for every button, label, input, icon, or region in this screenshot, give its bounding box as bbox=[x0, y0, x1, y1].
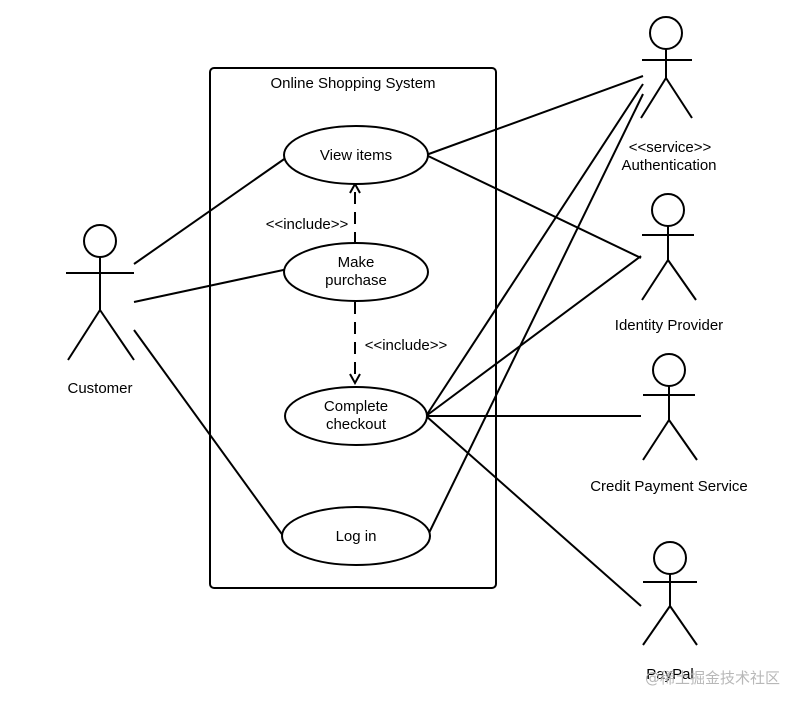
svg-text:PayPal: PayPal bbox=[646, 666, 694, 683]
svg-text:View items: View items bbox=[320, 147, 392, 164]
stick-figure-icon bbox=[83, 224, 117, 258]
svg-text:Identity Provider: Identity Provider bbox=[615, 317, 723, 334]
stick-figure-icon bbox=[649, 16, 683, 50]
stick-figure-icon bbox=[651, 193, 685, 227]
use-case-log-in[interactable]: Log in bbox=[281, 506, 431, 566]
associations bbox=[133, 75, 644, 607]
include-view-label: <<include>> bbox=[266, 216, 349, 233]
system-title: Online Shopping System bbox=[270, 75, 435, 92]
svg-text:Customer: Customer bbox=[67, 380, 132, 397]
use-case-view-items[interactable]: View items bbox=[283, 125, 429, 185]
svg-text:<<service>>: <<service>> bbox=[629, 139, 712, 156]
actor-authentication[interactable]: <<service>> Authentication bbox=[621, 16, 717, 174]
use-case-complete-checkout[interactable]: Complete checkout bbox=[284, 386, 428, 446]
svg-text:Authentication: Authentication bbox=[621, 157, 716, 174]
actor-customer[interactable]: Customer bbox=[66, 224, 135, 397]
use-case-make-purchase[interactable]: Make purchase bbox=[283, 242, 429, 302]
actor-identity-provider[interactable]: Identity Provider bbox=[615, 193, 723, 334]
svg-text:Make: Make bbox=[338, 254, 375, 271]
actor-credit-payment-service[interactable]: Credit Payment Service bbox=[590, 353, 748, 495]
svg-text:Log in: Log in bbox=[336, 528, 377, 545]
include-checkout-label: <<include>> bbox=[365, 337, 448, 354]
system-boundary bbox=[209, 67, 497, 589]
stick-figure-icon bbox=[653, 541, 687, 575]
watermark: @稀土掘金技术社区 bbox=[645, 669, 780, 687]
stick-figure-icon bbox=[652, 353, 686, 387]
svg-text:Complete: Complete bbox=[324, 398, 388, 415]
svg-text:purchase: purchase bbox=[325, 272, 387, 289]
actor-paypal[interactable]: PayPal bbox=[642, 541, 698, 683]
svg-text:Credit Payment Service: Credit Payment Service bbox=[590, 478, 748, 495]
svg-text:checkout: checkout bbox=[326, 416, 387, 433]
